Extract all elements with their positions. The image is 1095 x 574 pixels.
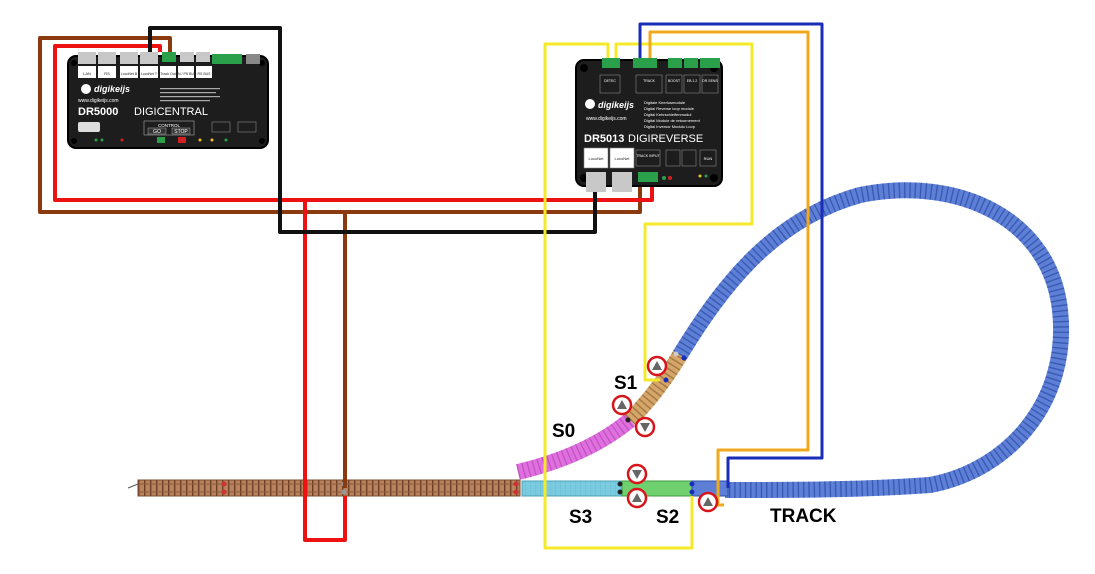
port-rs: RS bbox=[104, 71, 110, 76]
dr5013-logo: digikeijs bbox=[598, 100, 634, 110]
orange-wire bbox=[648, 30, 810, 507]
dr5013-language-lines: Digitale Keerlusmodule Digital Reverse l… bbox=[644, 100, 701, 129]
main-track-left bbox=[127, 479, 521, 497]
yellow-wire bbox=[543, 42, 754, 550]
sensor-marks bbox=[611, 355, 719, 513]
terminal-dr-sens: DR.SENS bbox=[702, 79, 718, 83]
label-s1: S1 bbox=[614, 373, 638, 394]
stop-button-label: STOP bbox=[174, 129, 188, 135]
black-wire bbox=[148, 26, 597, 234]
section-s3-track bbox=[521, 480, 623, 497]
blue-wire bbox=[638, 22, 824, 488]
port-lan: LAN bbox=[83, 71, 91, 76]
port-track-out: Track Out bbox=[160, 72, 175, 76]
dr5013-track-input: TRACK INPUT bbox=[636, 154, 660, 158]
sensor-s0 bbox=[634, 416, 656, 438]
port-rs-bus: RS BUS bbox=[197, 72, 211, 76]
sensor-s1-top bbox=[646, 355, 668, 377]
sensor-s1-bottom bbox=[611, 394, 633, 416]
svg-text:Digitale Keerlusmodule: Digitale Keerlusmodule bbox=[644, 100, 686, 105]
svg-text:Digital Inversor Modulo Loop: Digital Inversor Modulo Loop bbox=[644, 124, 696, 129]
terminal-boost: BOOST bbox=[668, 79, 681, 83]
dr5000-name: DIGICENTRAL bbox=[134, 106, 208, 118]
dr5013-name: DIGIREVERSE bbox=[628, 133, 703, 145]
port-xn-bus: XN / PS BUS bbox=[176, 72, 197, 76]
dr5013-device: DETEC TRACK BOOST EB.1.2 DR.SENS digikei… bbox=[575, 58, 723, 192]
dr5000-control-label: CONTROL bbox=[158, 123, 180, 128]
brown-wire bbox=[38, 36, 642, 488]
dr5000-model: DR5000 bbox=[78, 106, 118, 118]
terminal-detec: DETEC bbox=[604, 79, 616, 83]
dr5000-website: www.digikeijs.com bbox=[78, 98, 119, 104]
label-s2: S2 bbox=[656, 507, 679, 528]
dr5013-loconet-right: LocoNet bbox=[615, 156, 631, 161]
sensor-s2 bbox=[626, 487, 648, 509]
dr5013-website: www.digikeijs.com bbox=[586, 116, 627, 122]
label-track: TRACK bbox=[770, 506, 837, 527]
svg-text:Digital Module de retournement: Digital Module de retournement bbox=[644, 118, 701, 123]
red-wire bbox=[53, 44, 654, 542]
dr5013-model: DR5013 bbox=[584, 133, 624, 145]
svg-text:Digital Kehrschleifenmodul: Digital Kehrschleifenmodul bbox=[644, 112, 691, 117]
terminal-track: TRACK bbox=[643, 79, 656, 83]
go-button bbox=[157, 137, 165, 143]
dr5000-port-labels: LAN RS LocoNet B LocoNet T Track Out XN … bbox=[78, 66, 212, 78]
port-loconet-t: LocoNet T bbox=[141, 72, 158, 76]
go-button-label: GO bbox=[153, 129, 161, 135]
section-s1-track bbox=[624, 350, 687, 426]
port-loconet-b: LocoNet B bbox=[121, 72, 138, 76]
dr5000-logo: digikeijs bbox=[94, 84, 130, 94]
label-s0: S0 bbox=[552, 421, 575, 442]
terminal-eb: EB.1.2 bbox=[687, 79, 698, 83]
sensor-s3 bbox=[626, 463, 648, 485]
label-s3: S3 bbox=[569, 507, 592, 528]
dr5000-device: LAN RS LocoNet B LocoNet T Track Out XN … bbox=[67, 52, 269, 149]
sensor-track bbox=[697, 491, 719, 513]
dr5013-logo-icon bbox=[585, 99, 595, 109]
dr5013-loconet-left: LocoNet bbox=[589, 156, 605, 161]
dr5013-terminal-labels: DETEC TRACK BOOST EB.1.2 DR.SENS bbox=[599, 74, 718, 94]
dr5000-logo-icon bbox=[81, 84, 91, 94]
dr5013-run-label: RUN bbox=[704, 156, 713, 161]
svg-text:Digital Reverse loop module: Digital Reverse loop module bbox=[644, 106, 695, 111]
stop-button bbox=[178, 137, 186, 143]
dr5000-badge bbox=[78, 122, 100, 132]
